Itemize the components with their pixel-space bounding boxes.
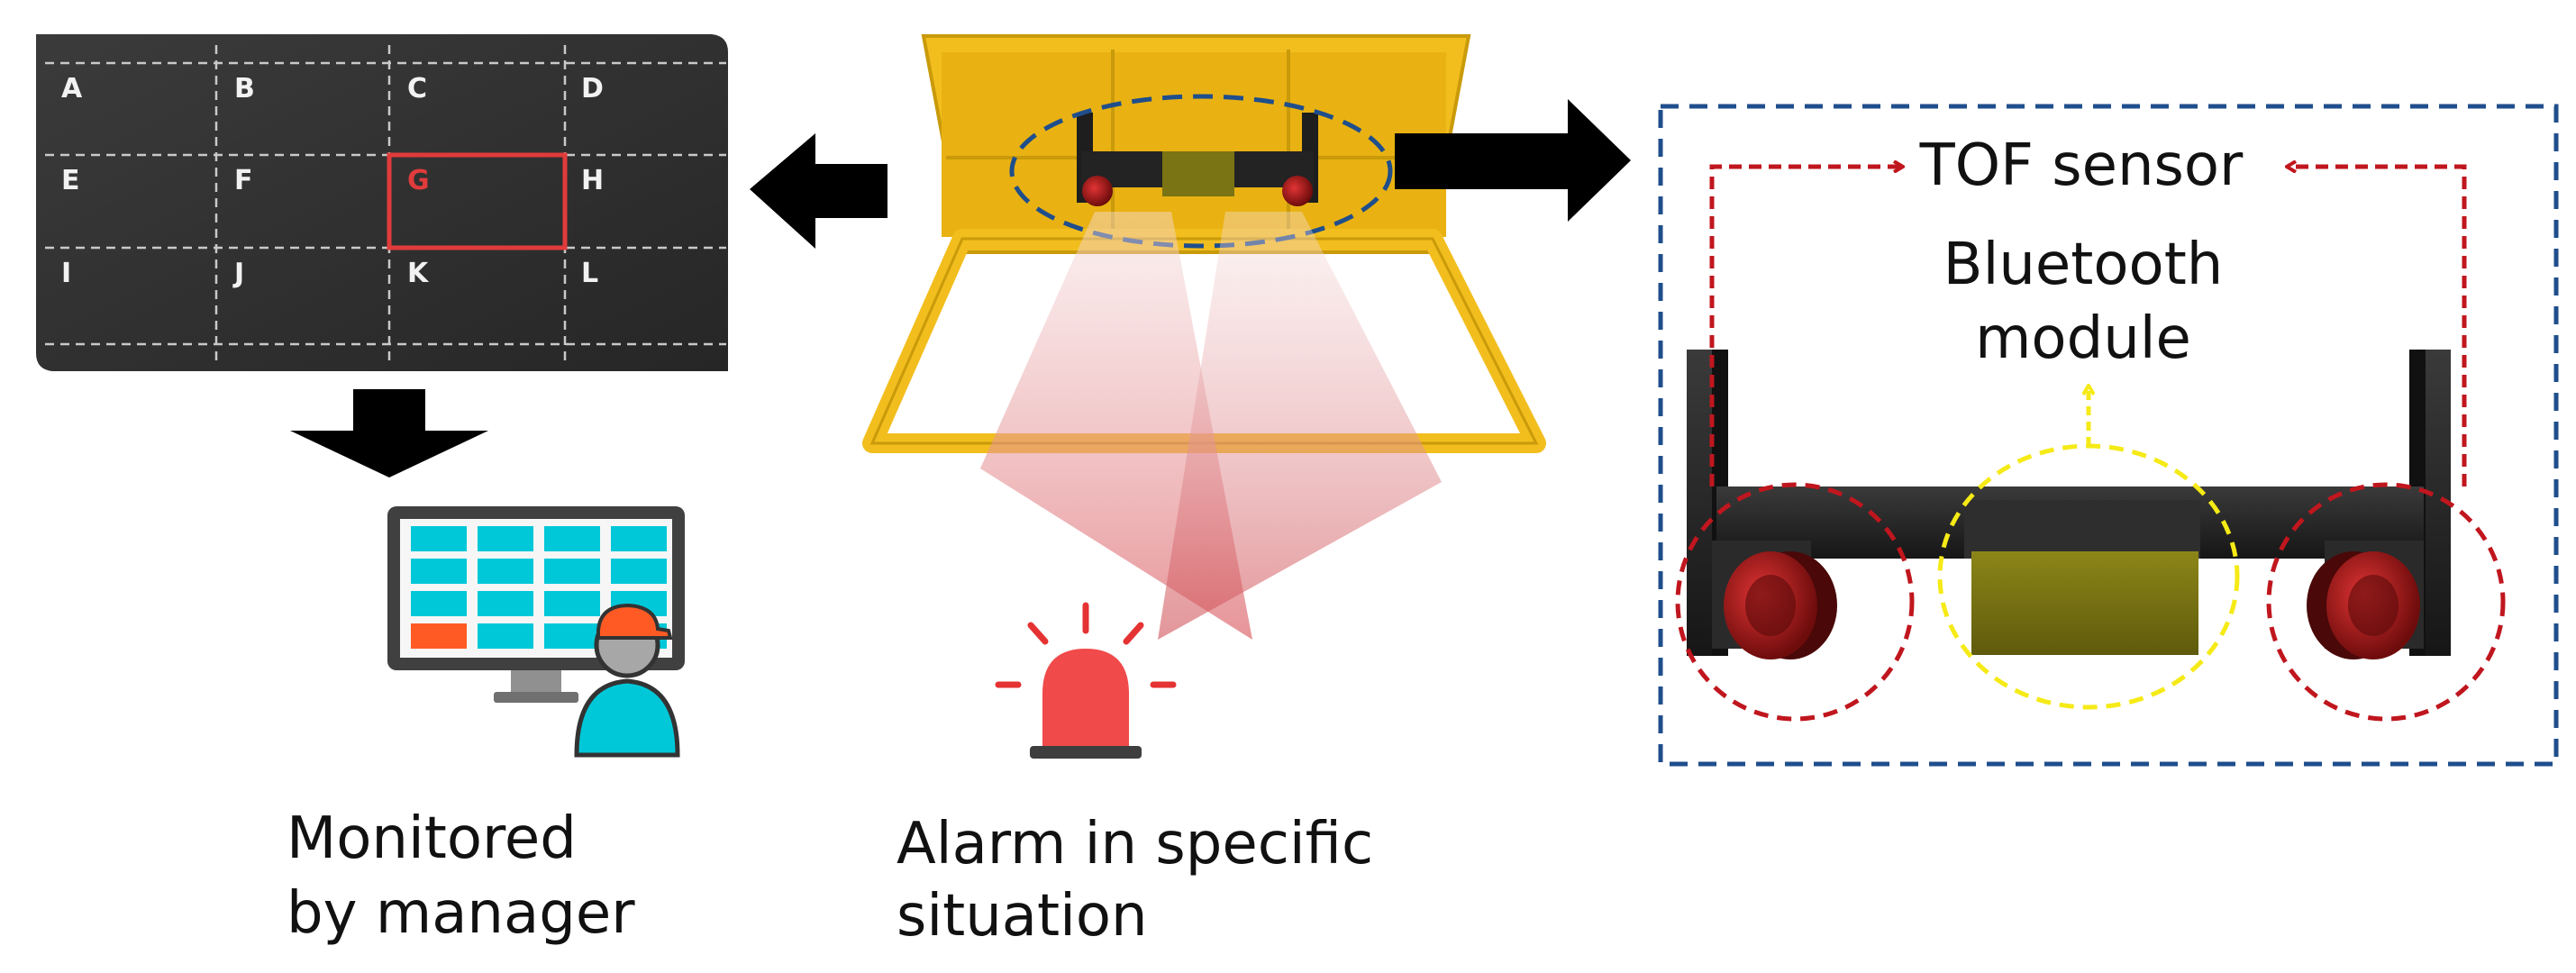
- screen-tile: [611, 559, 667, 584]
- screen-tile: [411, 526, 467, 551]
- bluetooth-label-line1: Bluetooth: [1943, 232, 2224, 298]
- sensor-device-photo: [862, 34, 1546, 453]
- grid-cell-k: K: [407, 258, 430, 289]
- arrow-to-grid: [750, 133, 887, 249]
- grid-cell-e: E: [61, 165, 80, 196]
- screen-tile: [478, 591, 533, 616]
- grid-cell-l: L: [581, 258, 598, 289]
- grid-cell-f: F: [234, 165, 253, 196]
- alarm-label-line2: situation: [897, 883, 1148, 950]
- siren-alarm-icon: [995, 602, 1177, 759]
- screen-tile: [544, 559, 600, 584]
- tof-sensor-right: [2307, 551, 2420, 659]
- screen-tile: [478, 623, 533, 649]
- grid-cell-h: H: [581, 165, 604, 196]
- monitor-with-operator-icon: [387, 506, 685, 758]
- monitored-label-line1: Monitored: [287, 805, 577, 872]
- arrow-to-detail: [1395, 99, 1631, 222]
- grid-cell-i: I: [61, 258, 71, 289]
- grid-cell-j: J: [232, 258, 244, 289]
- sensor-detail-panel: [1658, 104, 2559, 767]
- zone-grid-map: A B C D E F G H I J K L: [36, 34, 728, 371]
- screen-tile: [544, 623, 600, 649]
- screen-tile: [544, 526, 600, 551]
- tof-sensor-label: TOF sensor: [1919, 132, 2244, 199]
- tof-beams: [980, 212, 1442, 640]
- screen-tile: [478, 559, 533, 584]
- grid-cell-a: A: [61, 73, 83, 105]
- screen-tile: [544, 591, 600, 616]
- screen-tile: [478, 526, 533, 551]
- grid-cell-d: D: [581, 73, 604, 105]
- screen-tile: [611, 526, 667, 551]
- grid-cell-c: C: [407, 73, 427, 105]
- arrow-to-monitor: [290, 389, 488, 477]
- highlighted-zone: [387, 152, 568, 250]
- grid-cell-b: B: [234, 73, 255, 105]
- grid-cell-g: G: [407, 165, 430, 196]
- monitored-label-line2: by manager: [287, 880, 635, 947]
- screen-tile: [411, 559, 467, 584]
- bluetooth-label-line2: module: [1975, 305, 2191, 372]
- screen-tile: [411, 591, 467, 616]
- screen-tile: [411, 623, 467, 649]
- tof-sensor-left: [1724, 551, 1837, 659]
- alarm-label-line1: Alarm in specific: [897, 811, 1373, 878]
